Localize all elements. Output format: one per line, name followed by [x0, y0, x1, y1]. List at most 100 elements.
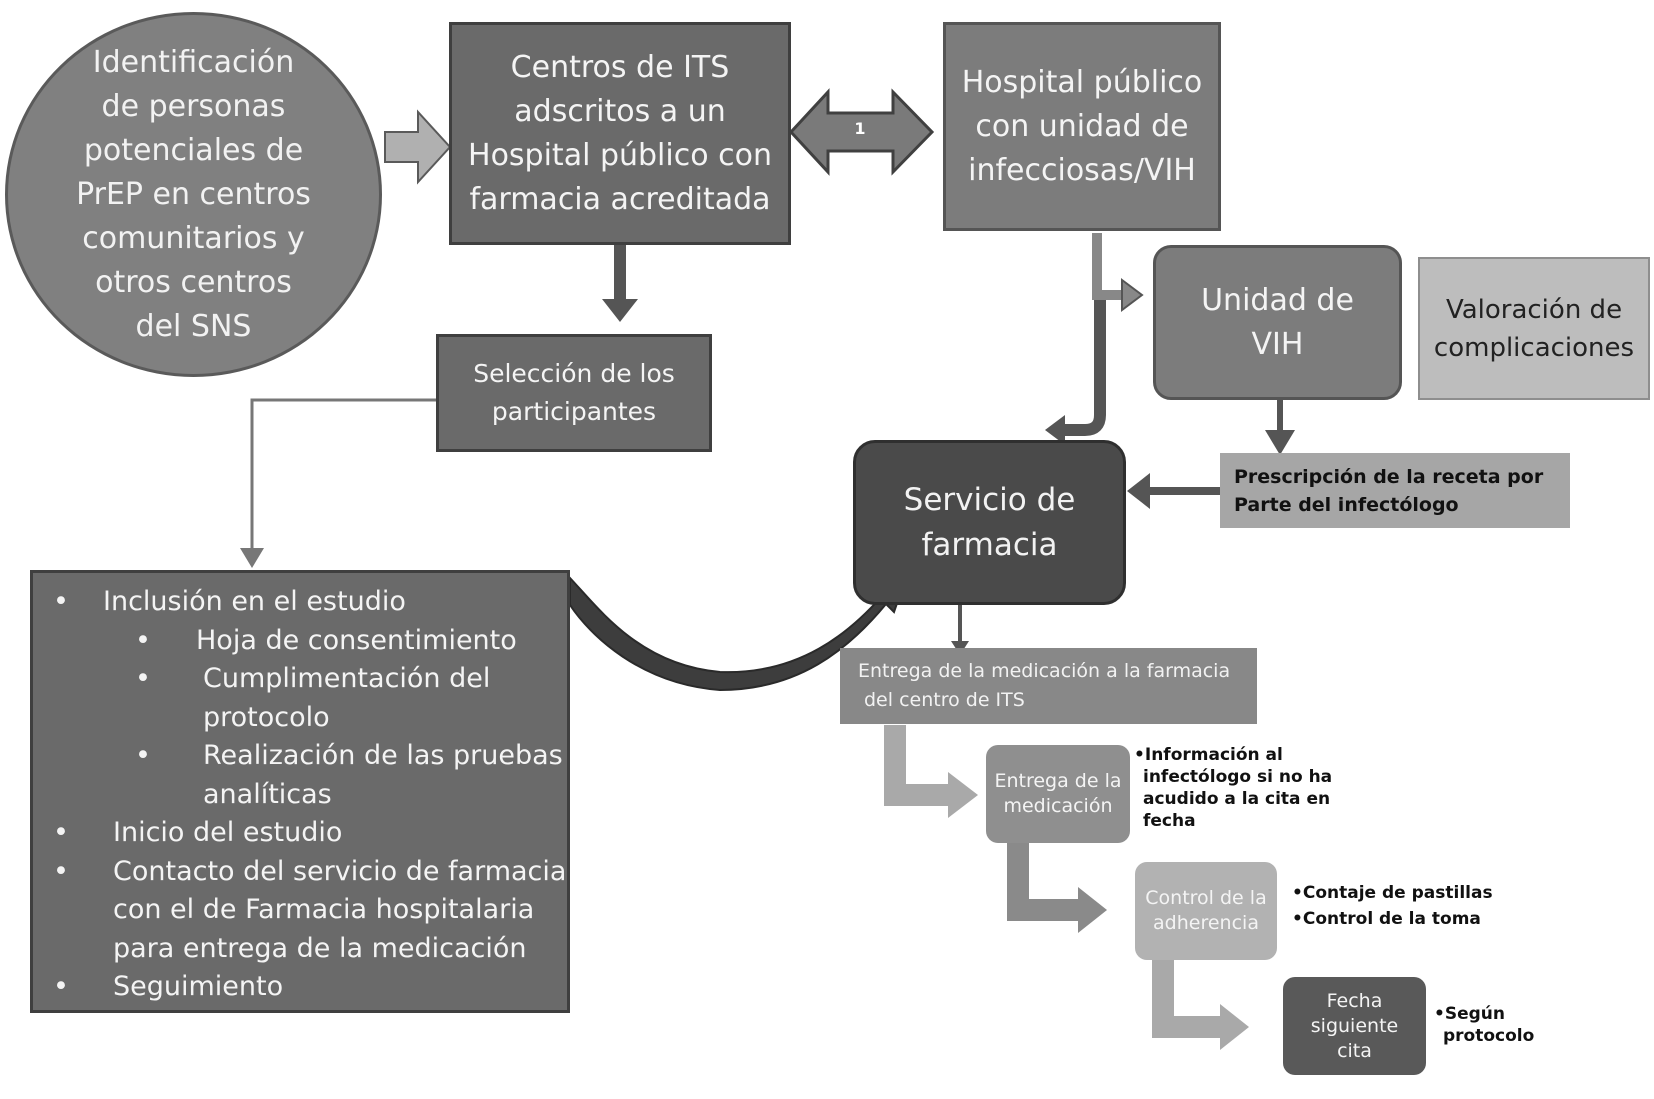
unidad-vih-node: Unidad de VIH — [1153, 245, 1402, 400]
arrow-unidad-to-prescripcion-head — [1265, 430, 1295, 455]
identificacion-line-5: comunitarios y — [82, 220, 305, 256]
seleccion-line-2: participantes — [491, 397, 657, 426]
control-adherencia-line-1: Control de la — [1145, 887, 1267, 909]
fecha-cita-line-3: cita — [1337, 1039, 1372, 1062]
servicio-farmacia-line-2: farmacia — [921, 526, 1058, 563]
study-list-item: para entrega de la medicación — [33, 930, 567, 969]
study-list-text: para entrega de la medicación — [113, 932, 527, 964]
study-list-bullet: • — [53, 855, 69, 887]
entrega-medicacion-line-1: Entrega de la — [994, 770, 1122, 792]
study-list-text: protocolo — [203, 701, 330, 733]
identificacion-line-3: potenciales de — [83, 132, 304, 168]
servicio-farmacia-node: Servicio de farmacia — [853, 440, 1126, 605]
study-list-text: Seguimiento — [113, 971, 284, 1002]
seleccion-node: Selección de los participantes — [436, 334, 712, 452]
study-list: • Inclusión en el estudio • Hoja de consent… — [33, 583, 567, 1007]
study-list-item: analíticas — [33, 776, 567, 815]
arrow-list-to-farmacia — [569, 575, 907, 692]
identificacion-line-4: PrEP en centros — [76, 176, 311, 212]
hospital-node: Hospital público con unidad de infeccios… — [943, 22, 1221, 231]
study-list-item: •Seguimiento — [33, 968, 567, 1007]
centros-its-node: Centros de ITS adscritos a un Hospital p… — [449, 22, 791, 245]
study-list-bullet: • — [135, 663, 151, 694]
centros-its-line-1: Centros de ITS — [510, 49, 730, 85]
unidad-vih-line-1: Unidad de — [1201, 282, 1354, 318]
study-list-text: con el de Farmacia hospitalaria — [113, 894, 535, 925]
arrow-hospital-to-farmacia-head — [1045, 415, 1065, 445]
arrow-seleccion-to-list-line — [250, 398, 436, 552]
arrow-to-fecha-line — [1152, 960, 1222, 1038]
note-segun-line-1: •Según — [1434, 1004, 1506, 1024]
control-adherencia-node: Control de la adherencia — [1135, 862, 1277, 960]
entrega-farmacia-line-2: del centro de ITS — [864, 689, 1025, 711]
study-list-item: • Realización de las pruebas — [33, 737, 567, 776]
study-list-text: Hoja de consentimiento — [196, 624, 517, 656]
arrow-to-entrega-medicacion-head — [948, 772, 978, 818]
study-list-item: con el de Farmacia hospitalaria — [33, 891, 567, 930]
study-list-text: Inicio del estudio — [113, 817, 343, 848]
study-list-item: • Inclusión en el estudio — [33, 583, 567, 622]
note-control: •Contaje de pastillas •Control de la tom… — [1292, 880, 1493, 932]
fecha-cita-line-1: Fecha — [1326, 989, 1383, 1012]
entrega-medicacion-line-2: medicación — [1003, 795, 1113, 817]
arrow-hospital-to-farmacia-line — [1062, 300, 1106, 436]
seleccion-line-1: Selección de los — [473, 359, 675, 388]
study-list-item: •Inicio del estudio — [33, 814, 567, 853]
study-list-bullet: • — [135, 740, 151, 771]
arrow-to-control-line — [1007, 843, 1080, 921]
hospital-line-3: infecciosas/VIH — [968, 152, 1196, 188]
study-list-item: protocolo — [33, 699, 567, 738]
arrow-hospital-to-unidad-head — [1121, 278, 1144, 312]
arrow-farmacia-to-entrega-shaft — [958, 605, 962, 645]
control-adherencia-line-2: adherencia — [1153, 912, 1259, 934]
arrow-centros-to-seleccion-shaft — [614, 245, 626, 299]
arrow-to-control-head — [1078, 887, 1107, 933]
entrega-medicacion-node: Entrega de la medicación — [986, 745, 1130, 843]
prescripcion-line-1: Prescripción de la receta por — [1234, 465, 1544, 488]
hospital-line-2: con unidad de — [975, 108, 1189, 144]
arrow-prescripcion-to-farmacia-shaft — [1150, 487, 1220, 495]
note-control-line-1: •Contaje de pastillas — [1292, 883, 1493, 903]
study-list-text: Cumplimentación del — [203, 663, 491, 694]
arrow-hospital-to-unidad-line — [1092, 233, 1125, 300]
note-informacion-line-4: fecha — [1143, 811, 1196, 831]
arrow-centros-to-seleccion-head — [602, 299, 638, 322]
note-informacion-line-2: infectólogo si no ha — [1143, 767, 1333, 787]
study-list-item: • Hoja de consentimiento — [33, 622, 567, 661]
valoracion-line-2: complicaciones — [1433, 332, 1635, 363]
study-list-box: • Inclusión en el estudio • Hoja de consent… — [30, 570, 570, 1013]
study-list-text: Contacto del servicio de farmacia — [113, 855, 567, 887]
valoracion-line-1: Valoración de — [1445, 294, 1623, 325]
hospital-line-1: Hospital público — [961, 64, 1203, 100]
servicio-farmacia-line-1: Servicio de — [903, 481, 1076, 518]
study-list-text: Realización de las pruebas — [203, 740, 563, 771]
arrow-to-fecha-head — [1220, 1004, 1249, 1050]
study-list-bullet: • — [135, 624, 151, 656]
arrow-prescripcion-to-farmacia-head — [1127, 473, 1150, 509]
prescripcion-node: Prescripción de la receta por Parte del … — [1220, 453, 1570, 528]
study-list-text: analíticas — [203, 778, 332, 810]
double-arrow-label: 1 — [854, 119, 865, 138]
study-list-bullet: • — [53, 586, 69, 617]
centros-its-line-4: farmacia acreditada — [469, 181, 771, 217]
centros-its-line-3: Hospital público con — [468, 137, 772, 173]
identificacion-node: Identificación de personas potenciales d… — [5, 12, 382, 377]
prescripcion-line-2: Parte del infectólogo — [1234, 493, 1459, 516]
identificacion-line-1: Identificación — [92, 44, 295, 80]
note-informacion: •Información al infectólogo si no ha acu… — [1134, 744, 1332, 832]
note-informacion-line-1: •Información al — [1134, 745, 1283, 765]
study-list-item: • Cumplimentación del — [33, 660, 567, 699]
identificacion-line-7: del SNS — [135, 308, 252, 344]
note-segun-line-2: protocolo — [1443, 1026, 1535, 1046]
study-list-text: Inclusión en el estudio — [103, 586, 406, 617]
arrow-unidad-to-prescripcion-shaft — [1277, 400, 1283, 436]
entrega-farmacia-line-1: Entrega de la medicación a la farmacia — [858, 660, 1231, 682]
arrow-seleccion-to-list-head — [240, 548, 264, 568]
valoracion-node: Valoración de complicaciones — [1418, 257, 1650, 400]
unidad-vih-line-2: VIH — [1251, 326, 1304, 362]
identificacion-line-6: otros centros — [95, 264, 292, 300]
arrow-identificacion-to-centros — [384, 109, 452, 185]
entrega-farmacia-node: Entrega de la medicación a la farmacia d… — [840, 648, 1257, 724]
